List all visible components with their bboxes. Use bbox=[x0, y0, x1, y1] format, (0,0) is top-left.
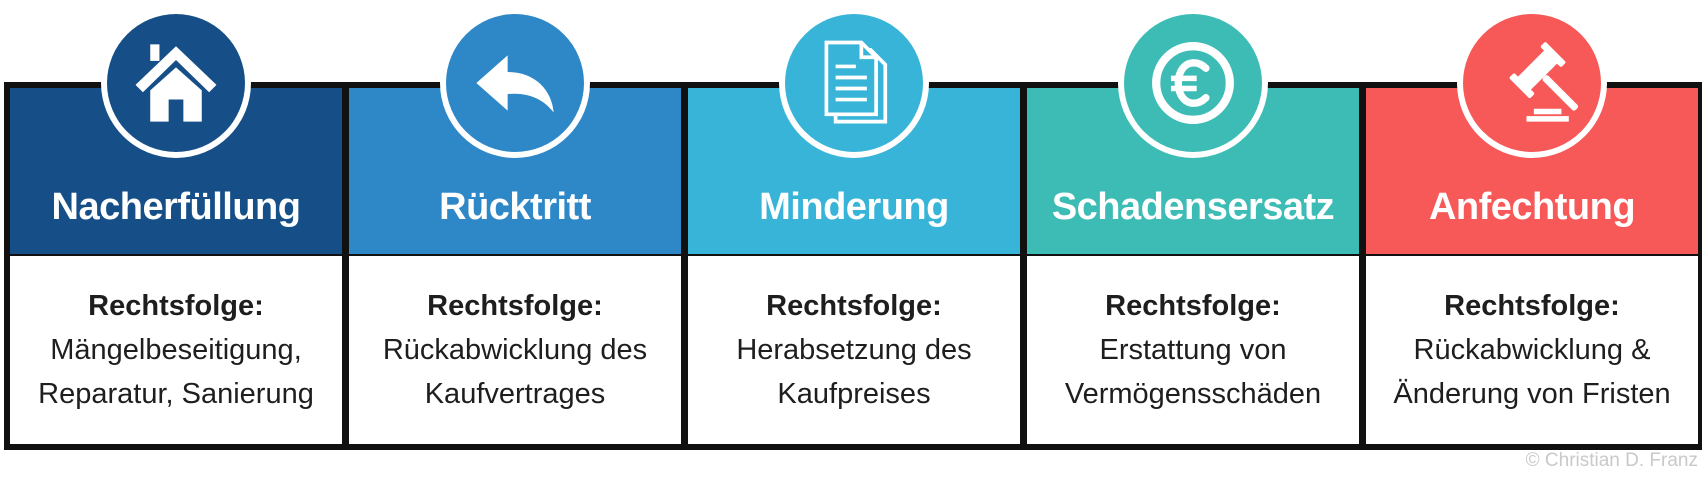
column-nacherfuellung: Nacherfüllung Rechtsfolge: Mängelbeseiti… bbox=[10, 88, 342, 444]
gavel-badge bbox=[1457, 8, 1607, 158]
badge-circle bbox=[1124, 14, 1262, 152]
badge-circle bbox=[446, 14, 584, 152]
column-body: Rechtsfolge: Erstattung von Vermögenssch… bbox=[1027, 256, 1359, 444]
column-title: Anfechtung bbox=[1428, 186, 1636, 228]
euro-coin-icon bbox=[1152, 42, 1234, 124]
column-schadensersatz: Schadensersatz Rechtsfolge: Erstattung v… bbox=[1027, 88, 1359, 444]
undo-badge bbox=[440, 8, 590, 158]
legal-consequence-label: Rechtsfolge: bbox=[427, 290, 603, 322]
badge-circle bbox=[1463, 14, 1601, 152]
gavel-icon bbox=[1509, 42, 1578, 122]
legal-consequence-label: Rechtsfolge: bbox=[1105, 290, 1281, 322]
column-anfechtung: Anfechtung Rechtsfolge: Rückabwicklung &… bbox=[1366, 88, 1698, 444]
document-icon bbox=[824, 40, 888, 124]
column-body: Rechtsfolge: Herabsetzung des Kaufpreise… bbox=[688, 256, 1020, 444]
legal-consequence-line-1: Mängelbeseitigung, bbox=[50, 334, 302, 366]
column-title: Schadensersatz bbox=[1051, 186, 1335, 228]
column-title: Nacherfüllung bbox=[51, 186, 301, 228]
legal-consequence-line-1: Rückabwicklung & bbox=[1413, 334, 1651, 366]
legal-consequence-line-2: Reparatur, Sanierung bbox=[38, 378, 314, 410]
legal-consequence-line-1: Erstattung von bbox=[1099, 334, 1287, 366]
legal-consequence-line-2: Vermögensschäden bbox=[1064, 378, 1322, 410]
legal-consequence-label: Rechtsfolge: bbox=[88, 290, 264, 322]
house-badge bbox=[101, 8, 251, 158]
legal-consequence-line-2: Kaufvertrages bbox=[424, 378, 606, 410]
badge-circle bbox=[785, 14, 923, 152]
legal-consequence-line-1: Herabsetzung des bbox=[736, 334, 972, 366]
column-ruecktritt: Rücktritt Rechtsfolge: Rückabwicklung de… bbox=[349, 88, 681, 444]
euro-badge bbox=[1118, 8, 1268, 158]
legal-consequence-line-1: Rückabwicklung des bbox=[382, 334, 648, 366]
legal-consequence-label: Rechtsfolge: bbox=[766, 290, 942, 322]
undo-arrow-icon bbox=[476, 55, 554, 113]
document-badge bbox=[779, 8, 929, 158]
copyright-notice: © Christian D. Franz bbox=[1525, 450, 1698, 471]
column-title: Rücktritt bbox=[439, 186, 591, 228]
column-header: Rücktritt bbox=[349, 88, 681, 254]
column-title: Minderung bbox=[759, 186, 949, 228]
column-body: Rechtsfolge: Rückabwicklung & Änderung v… bbox=[1366, 256, 1698, 444]
legal-consequence-label: Rechtsfolge: bbox=[1444, 290, 1620, 322]
legal-consequence-line-2: Kaufpreises bbox=[777, 378, 931, 410]
column-body: Rechtsfolge: Rückabwicklung des Kaufvert… bbox=[349, 256, 681, 444]
house-icon bbox=[135, 44, 217, 122]
legal-consequence-line-2: Änderung von Fristen bbox=[1393, 378, 1671, 410]
column-body: Rechtsfolge: Mängelbeseitigung, Reparatu… bbox=[10, 256, 342, 444]
badge-circle bbox=[107, 14, 245, 152]
column-minderung: Minderung Rechtsfolge: Herabsetzung des … bbox=[688, 88, 1020, 444]
